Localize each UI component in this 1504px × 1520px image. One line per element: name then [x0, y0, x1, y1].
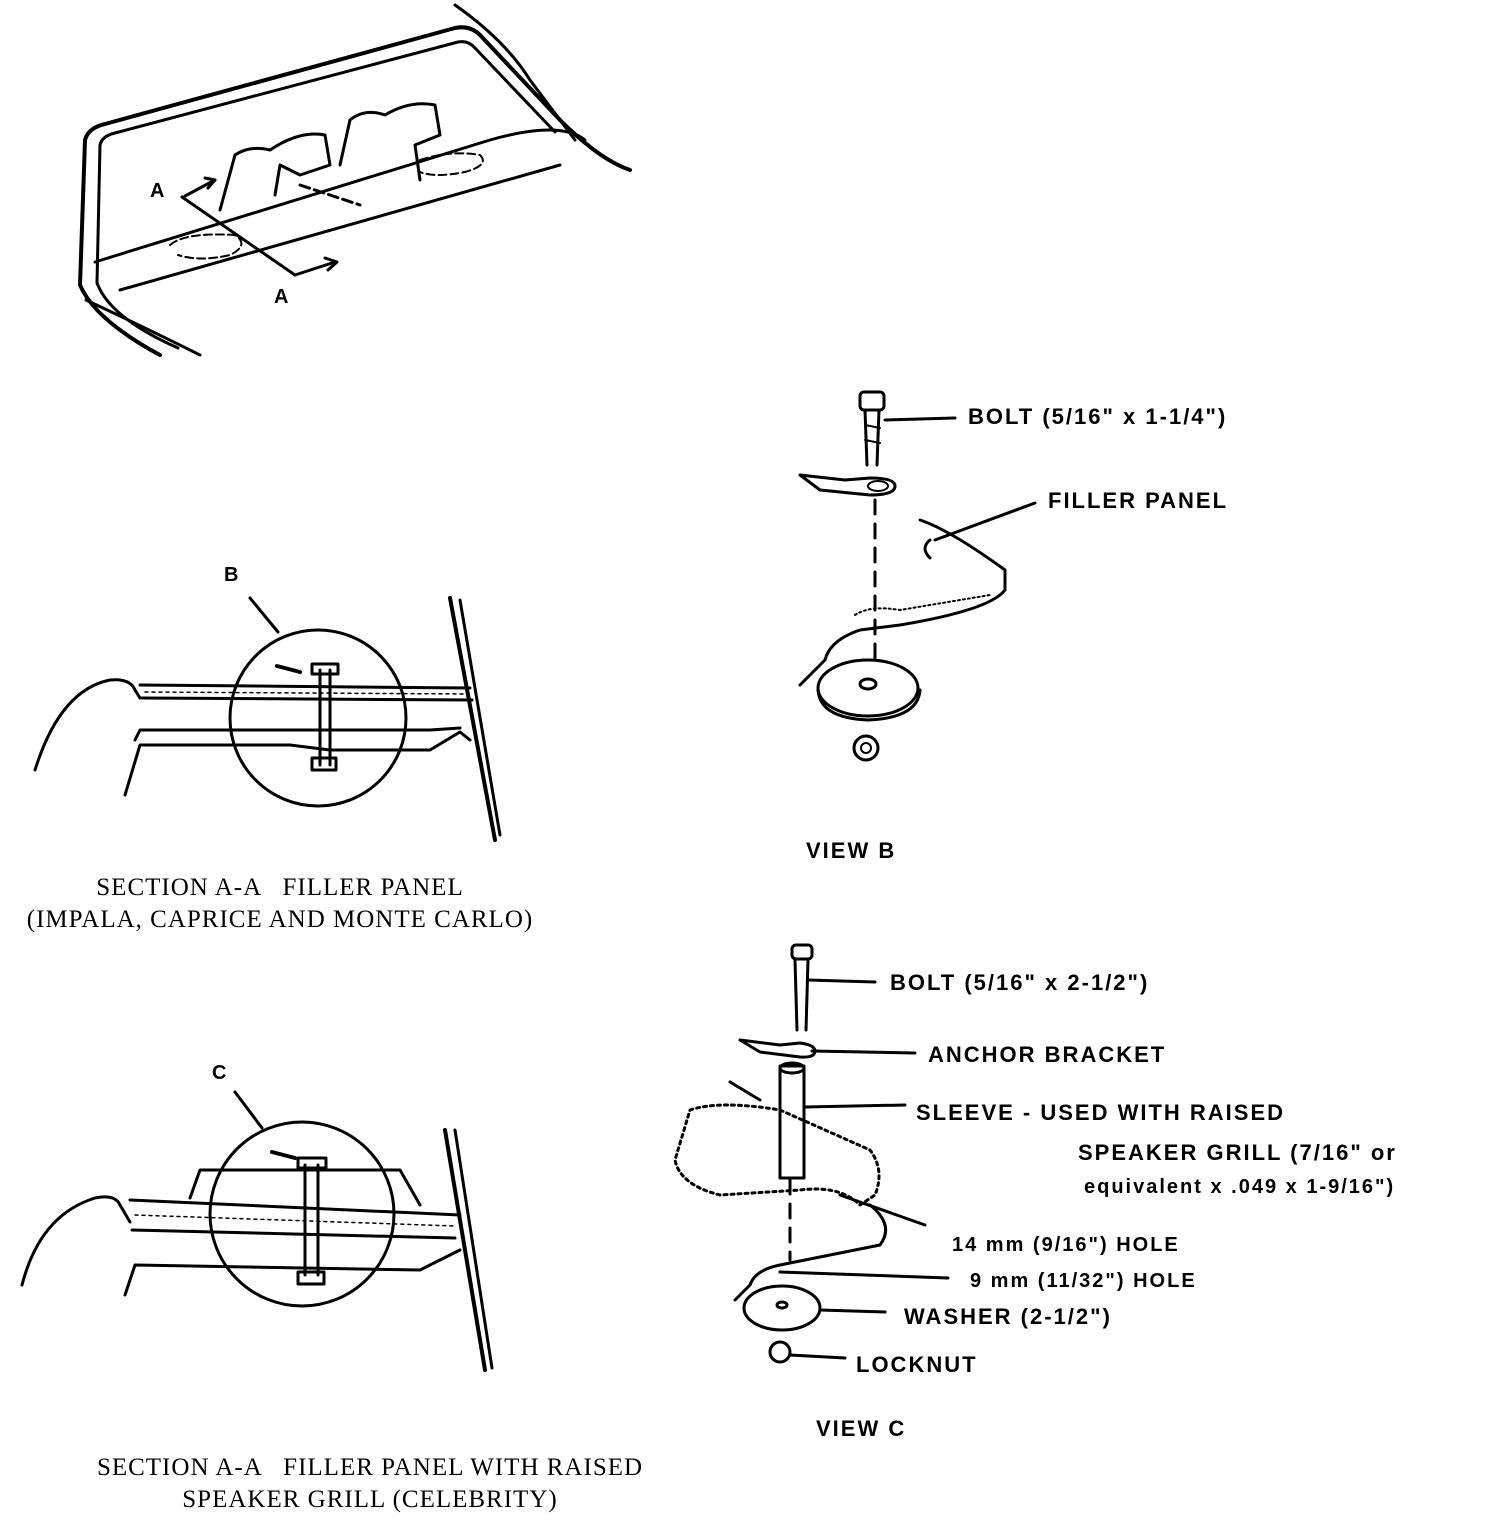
section-b-illustration — [33, 596, 502, 842]
section-c-caption: SECTION A-A FILLER PANEL WITH RAISED SPE… — [40, 1452, 700, 1516]
cut-marker-a-bottom: A — [274, 286, 291, 308]
view-c-locknut-label: LOCKNUT — [856, 1352, 978, 1377]
view-c-14mm-hole-label: 14 mm (9/16") HOLE — [952, 1234, 1180, 1256]
view-b-exploded-illustration — [798, 390, 1037, 762]
view-c-anchor-bracket-label: ANCHOR BRACKET — [928, 1042, 1167, 1067]
section-b-caption: SECTION A-A FILLER PANEL (IMPALA, CAPRIC… — [0, 872, 560, 936]
view-c-sleeve-label-line1: SLEEVE - USED WITH RAISED — [916, 1100, 1286, 1125]
section-b-caption-line2: (IMPALA, CAPRICE AND MONTE CARLO) — [26, 906, 534, 933]
view-c-washer-label: WASHER (2-1/2") — [904, 1304, 1112, 1329]
section-c-illustration — [20, 1090, 494, 1372]
cut-marker-a-top: A — [150, 180, 167, 202]
view-b-title: VIEW B — [806, 838, 897, 863]
view-c-sleeve-label-line3: equivalent x .049 x 1-9/16") — [1084, 1176, 1396, 1198]
detail-marker-b: B — [224, 564, 241, 586]
section-c-caption-line2: SPEAKER GRILL (CELEBRITY) — [182, 1486, 558, 1513]
view-b-filler-panel-label: FILLER PANEL — [1048, 488, 1229, 513]
detail-marker-c: C — [212, 1062, 229, 1084]
view-c-exploded-illustration — [673, 943, 950, 1364]
rear-window-overview-illustration — [78, 3, 632, 357]
section-c-caption-line1: SECTION A-A FILLER PANEL WITH RAISED — [96, 1454, 644, 1481]
view-b-bolt-label: BOLT (5/16" x 1-1/4") — [968, 404, 1228, 429]
view-c-9mm-hole-label: 9 mm (11/32") HOLE — [970, 1270, 1197, 1292]
view-c-sleeve-label-line2: SPEAKER GRILL (7/16" or — [1078, 1140, 1397, 1165]
section-b-caption-line1: SECTION A-A FILLER PANEL — [96, 874, 464, 901]
view-c-title: VIEW C — [816, 1416, 907, 1441]
view-c-bolt-label: BOLT (5/16" x 2-1/2") — [890, 970, 1150, 995]
